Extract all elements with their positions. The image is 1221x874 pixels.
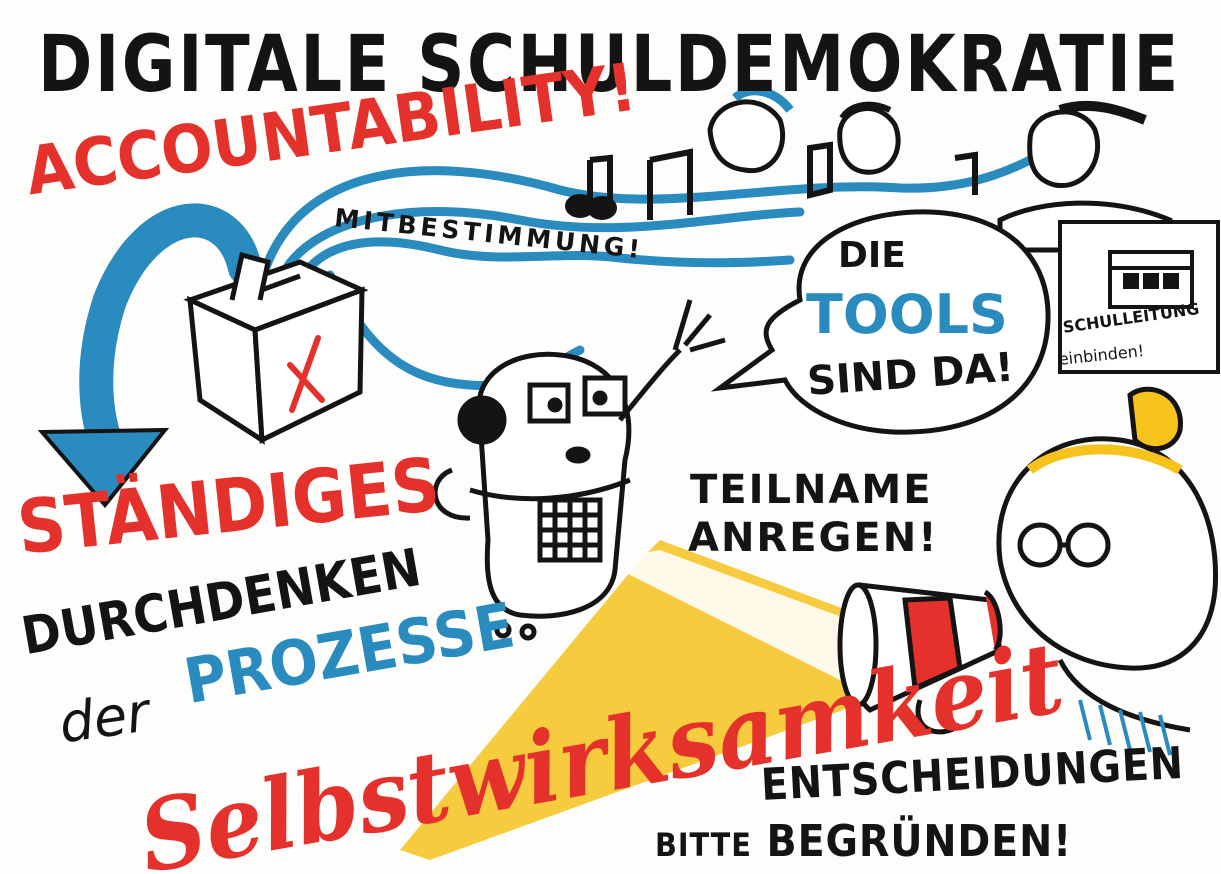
music-notes-icon [565, 141, 978, 220]
school-sign-icon [1058, 220, 1220, 374]
woman-illustration [996, 386, 1219, 756]
ballot-box-icon [183, 251, 369, 445]
entscheidungen-line-2: BITTE BEGRÜNDEN! [655, 820, 1072, 864]
megaphone-icon [837, 582, 1003, 735]
speech-bubble [710, 209, 1051, 435]
bubble-line-2: TOOLS [806, 283, 1008, 346]
bubble-line-1: DIE [838, 235, 906, 276]
curved-arrow-icon [79, 203, 262, 457]
begruenden-text: BEGRÜNDEN! [766, 816, 1073, 867]
teilname-line-2: ANREGEN! [688, 515, 939, 561]
der-text: der [55, 680, 153, 756]
bitte-text: BITTE [655, 826, 752, 864]
page-title: DIGITALE SCHULDEMOKRATIE [38, 20, 1181, 110]
teilname-line-1: TEILNAME [690, 467, 933, 513]
robot-illustration [432, 299, 726, 641]
